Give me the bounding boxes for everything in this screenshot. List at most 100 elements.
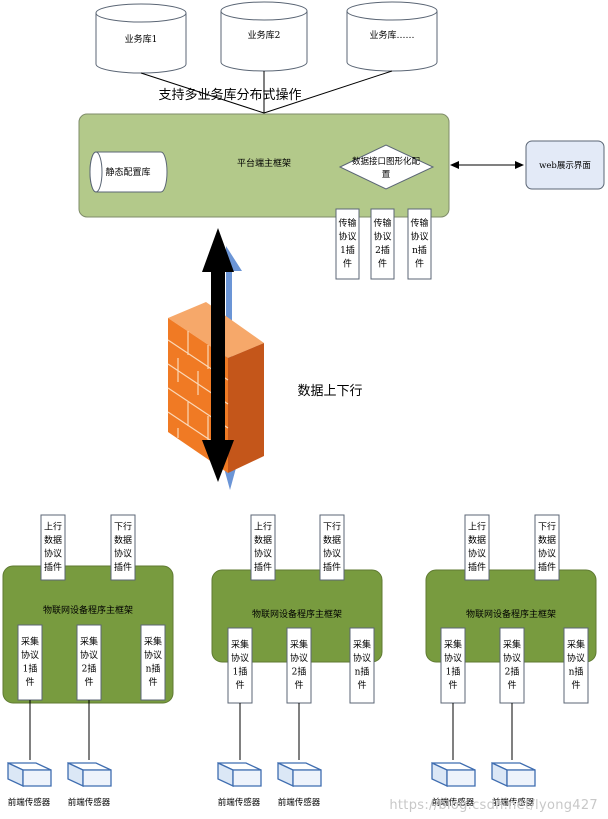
- transport-plugin-2-line: 件: [378, 258, 387, 270]
- collect-plugin-3-line: 协议: [144, 649, 162, 661]
- sensor-icon: [67, 761, 112, 788]
- collect-plugin-1-line: 采集: [444, 639, 462, 651]
- downlink-plugin-line: 插件: [323, 561, 341, 573]
- iot-frame-title: 物联网设备程序主框架: [466, 608, 556, 620]
- distributed-label: 支持多业务库分布式操作: [158, 87, 301, 103]
- iot-group-3: 物联网设备程序主框架上行数据协议插件下行数据协议插件采集协议1插件采集协议2插件…: [425, 514, 597, 808]
- sensor-label: 前端传感器: [68, 797, 111, 808]
- collect-plugin-3-line: n插: [355, 666, 370, 678]
- static-config-label: 静态配置库: [105, 166, 150, 178]
- collect-plugin-1-line: 协议: [231, 652, 249, 664]
- web-ui-label: web展示界面: [539, 161, 591, 171]
- collect-plugin-2-line: 件: [84, 676, 93, 688]
- transport-plugin-3-line: n插: [412, 244, 427, 256]
- downlink-plugin-line: 协议: [114, 548, 132, 560]
- collect-plugin-1-line: 采集: [21, 636, 39, 648]
- uplink-plugin-line: 插件: [468, 561, 486, 573]
- uplink-plugin-line: 上行: [254, 521, 272, 533]
- collect-plugin-3-line: n插: [569, 666, 584, 678]
- transport-plugin-2-line: 传输: [373, 217, 391, 229]
- collect-plugin-2-line: 2插: [505, 666, 520, 678]
- uplink-plugin-line: 数据: [468, 534, 486, 546]
- sensor-label: 前端传感器: [8, 797, 51, 808]
- collect-plugin-1-line: 协议: [21, 649, 39, 661]
- collect-plugin-1-line: 件: [235, 679, 244, 691]
- collect-plugin-2-line: 2插: [292, 666, 307, 678]
- database-2-label: 业务库2: [248, 29, 281, 41]
- collect-plugin-1-line: 件: [25, 676, 34, 688]
- web-ui-box: web展示界面: [525, 140, 605, 190]
- bidirectional-arrow: [202, 228, 234, 482]
- sensor-icon: [217, 761, 262, 788]
- uplink-plugin-line: 数据: [44, 534, 62, 546]
- transport-plugin-1-line: 件: [343, 258, 352, 270]
- iot-group-1: 物联网设备程序主框架上行数据协议插件下行数据协议插件采集协议1插件采集协议2插件…: [2, 514, 174, 808]
- web-link-arrow: [450, 161, 524, 169]
- collect-plugin-1-line: 1插: [23, 663, 38, 675]
- platform-title: 平台端主框架: [237, 157, 291, 169]
- collect-plugin-2-line: 协议: [503, 652, 521, 664]
- database-1: 业务库1: [95, 3, 187, 74]
- sensor-label: 前端传感器: [218, 797, 261, 808]
- sensor-label: 前端传感器: [432, 797, 475, 808]
- collect-plugin-1-line: 件: [448, 679, 457, 691]
- downlink-plugin-line: 下行: [538, 521, 556, 533]
- iot-frame-title: 物联网设备程序主框架: [43, 604, 133, 616]
- transport-plugin-2-line: 协议: [373, 231, 391, 243]
- collect-plugin-3-line: 件: [571, 679, 580, 691]
- sensor-icon: [431, 761, 476, 788]
- uplink-plugin-line: 上行: [44, 521, 62, 533]
- database-n-label: 业务库……: [369, 29, 414, 41]
- uplink-plugin-line: 协议: [468, 548, 486, 560]
- collect-plugin-1-line: 1插: [446, 666, 461, 678]
- downlink-plugin-line: 数据: [323, 534, 341, 546]
- transport-plugin-3-line: 传输: [410, 217, 428, 229]
- uplink-plugin-line: 插件: [254, 561, 272, 573]
- collect-plugin-2-line: 件: [294, 679, 303, 691]
- downlink-plugin-line: 数据: [114, 534, 132, 546]
- sensor-icon: [7, 761, 52, 788]
- collect-plugin-1-line: 采集: [231, 639, 249, 651]
- static-config-db: 静态配置库: [89, 151, 168, 193]
- collect-plugin-3-line: 协议: [567, 652, 585, 664]
- collect-plugin-2-line: 采集: [80, 636, 98, 648]
- collect-plugin-3-line: 采集: [144, 636, 162, 648]
- downlink-plugin-line: 数据: [538, 534, 556, 546]
- platform-frame: [78, 113, 450, 218]
- collect-plugin-2-line: 件: [507, 679, 516, 691]
- iot-device-groups: 物联网设备程序主框架上行数据协议插件下行数据协议插件采集协议1插件采集协议2插件…: [2, 514, 597, 808]
- transport-plugin-1-line: 协议: [338, 231, 356, 243]
- uplink-plugin-line: 数据: [254, 534, 272, 546]
- collect-plugin-2-line: 采集: [290, 639, 308, 651]
- downlink-plugin-line: 插件: [538, 561, 556, 573]
- watermark-text: https://blog.csdn.net/lyong427: [389, 798, 598, 813]
- transport-plugin-3-line: 件: [415, 258, 424, 270]
- downlink-plugin-line: 下行: [114, 521, 132, 533]
- collect-plugin-1-line: 1插: [233, 666, 248, 678]
- collect-plugin-2-line: 协议: [80, 649, 98, 661]
- data-interface-config: 数据接口图形化配 置: [338, 144, 435, 190]
- collect-plugin-2-line: 采集: [503, 639, 521, 651]
- iot-frame-title: 物联网设备程序主框架: [252, 608, 342, 620]
- downlink-plugin-line: 协议: [323, 548, 341, 560]
- database-1-label: 业务库1: [125, 33, 158, 45]
- collect-plugin-3-line: n插: [146, 663, 161, 675]
